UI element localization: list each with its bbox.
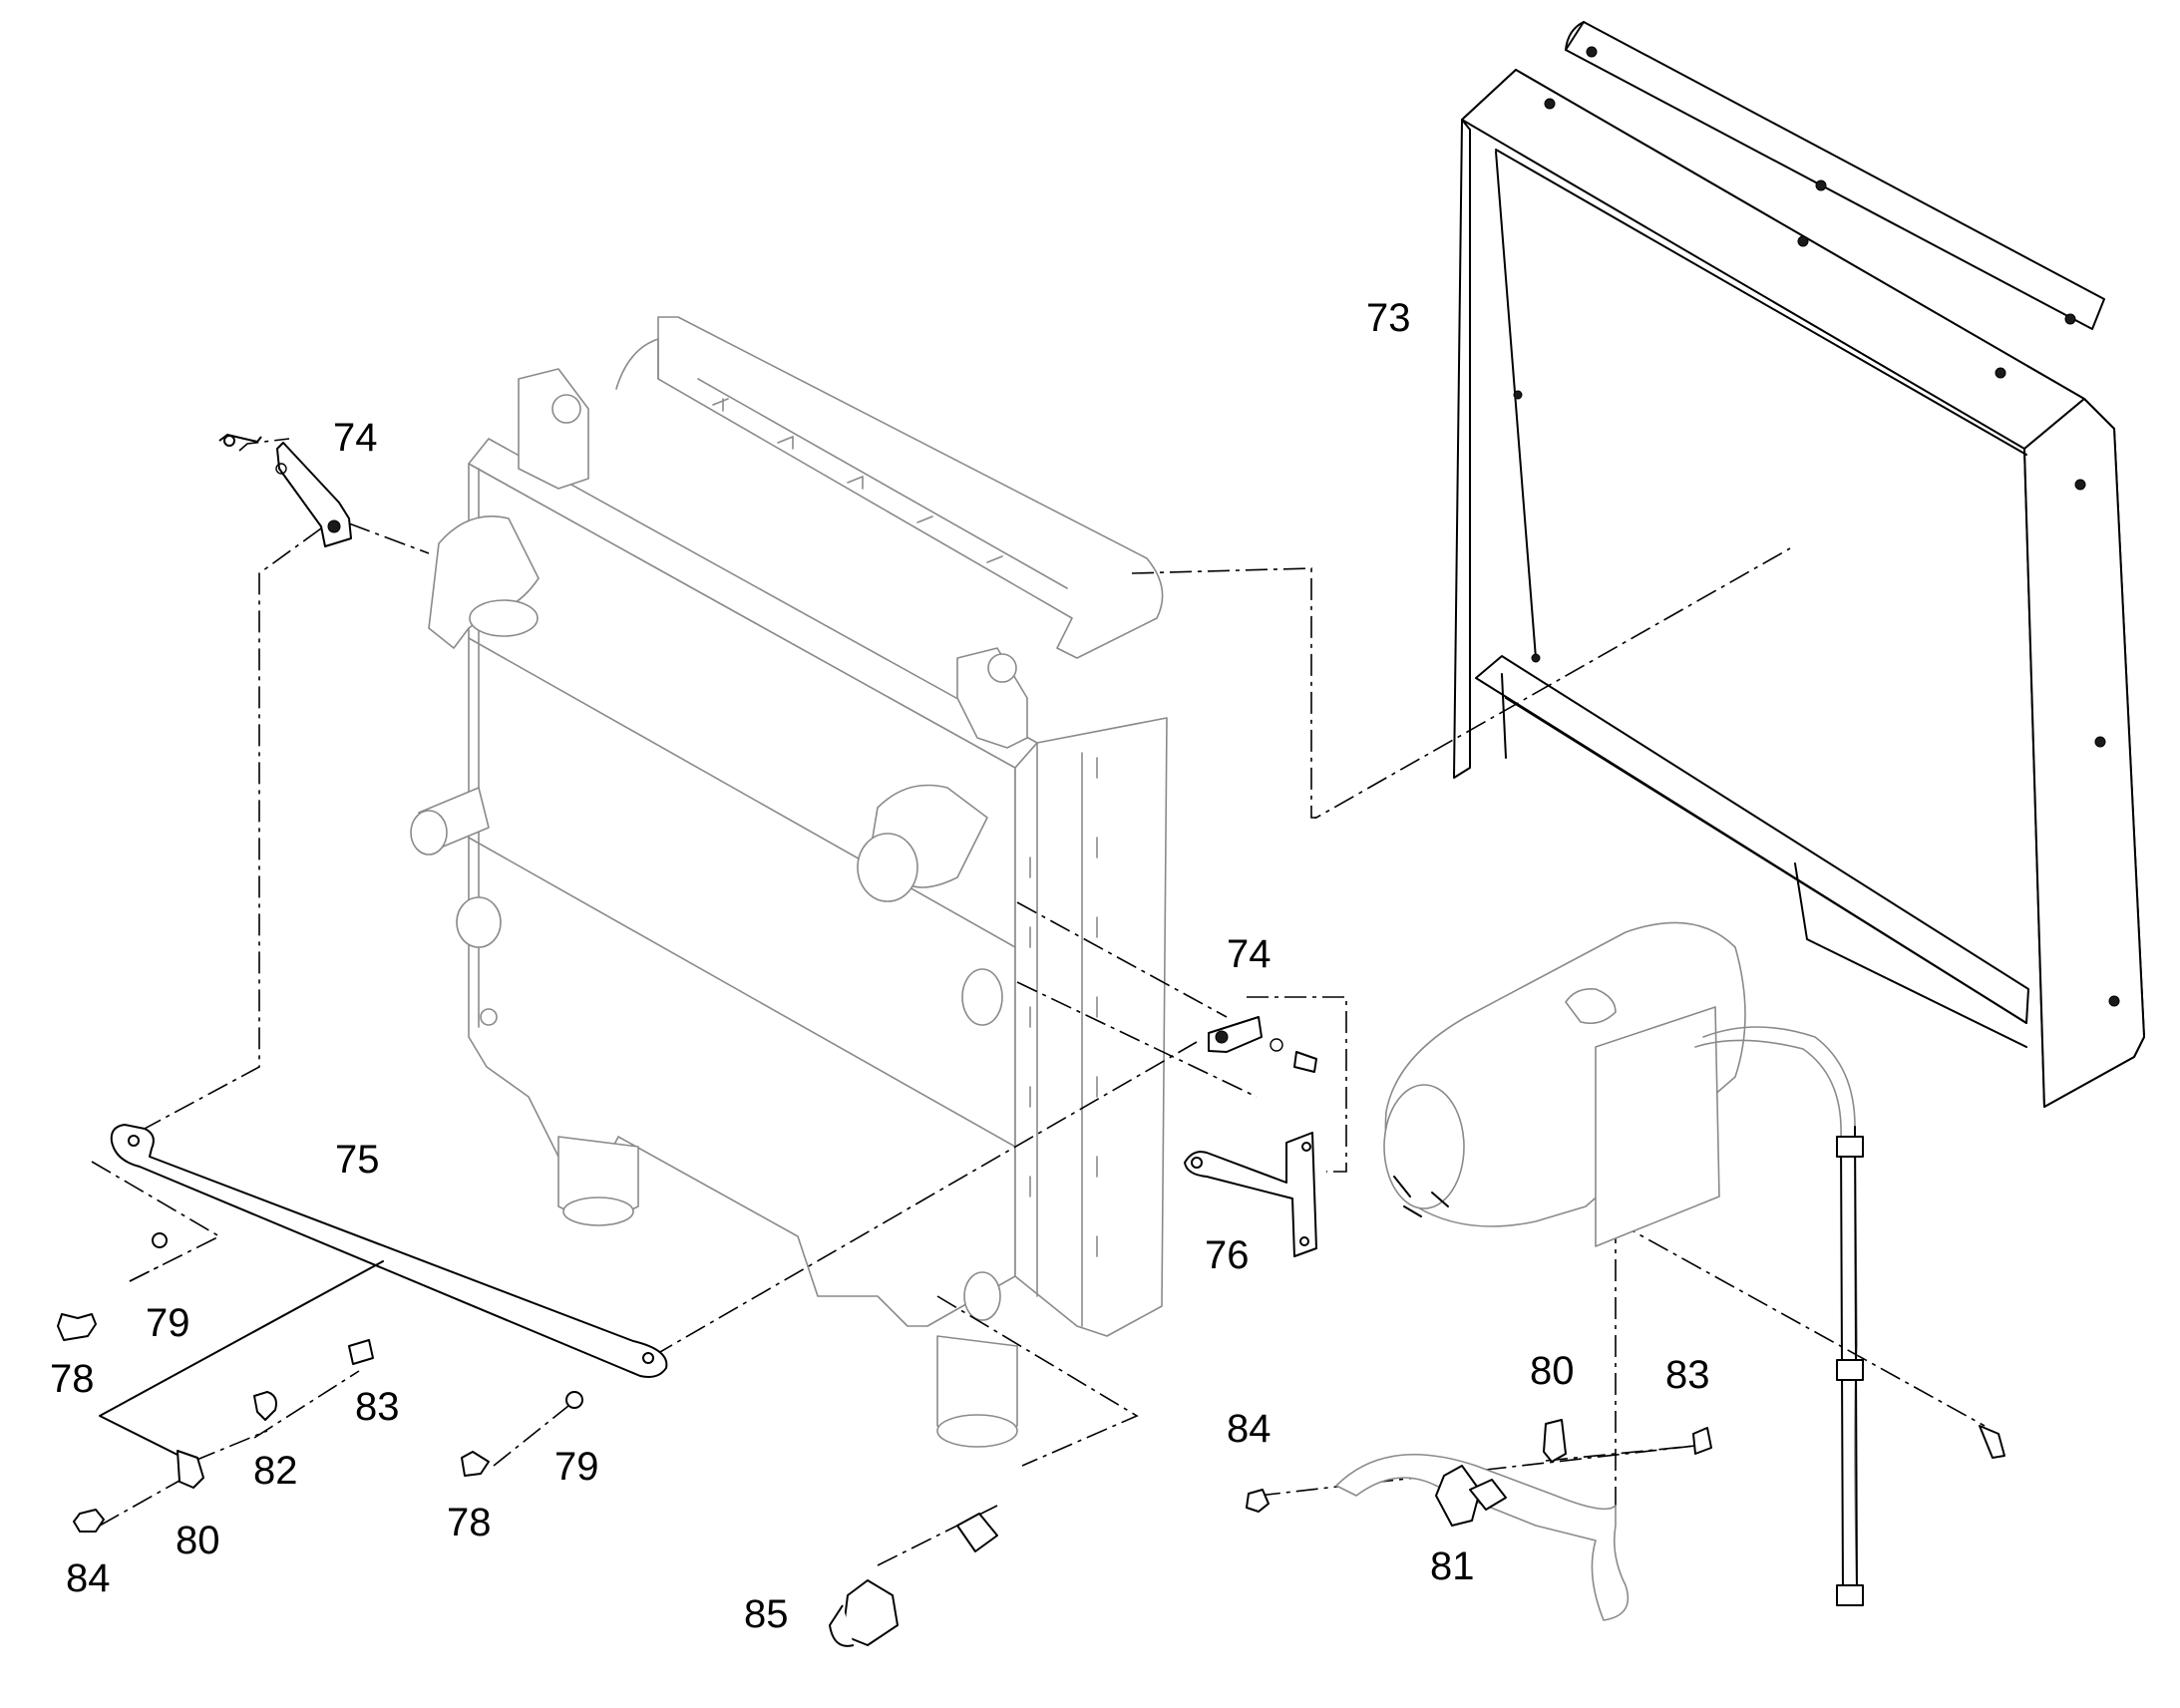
callout-79-middle: 79 — [554, 1445, 599, 1489]
fasteners-left — [57, 1232, 583, 1533]
coolant-reservoir — [1383, 921, 2005, 1606]
callout-80-right: 80 — [1530, 1349, 1575, 1393]
callout-83-left: 83 — [355, 1385, 400, 1429]
bracket-76 — [1184, 1132, 1317, 1257]
bracket-74-lower — [1208, 1016, 1317, 1073]
callout-82: 82 — [253, 1449, 298, 1493]
callout-74-lower: 74 — [1227, 932, 1272, 976]
callout-78-middle: 78 — [447, 1501, 492, 1544]
brace-rod-75 — [99, 1124, 668, 1457]
callout-75: 75 — [335, 1138, 380, 1182]
callout-83-right: 83 — [1665, 1353, 1710, 1397]
callout-80-left: 80 — [176, 1519, 220, 1562]
callout-85: 85 — [744, 1592, 789, 1636]
callout-79-left: 79 — [146, 1301, 190, 1345]
callout-84-left: 84 — [66, 1556, 111, 1600]
callout-76: 76 — [1205, 1233, 1250, 1277]
elbow-fitting-85 — [829, 1513, 998, 1647]
callout-74-upper: 74 — [333, 416, 378, 460]
callout-78-left: 78 — [50, 1357, 95, 1401]
fan-shroud — [1453, 21, 2145, 1108]
radiator-core-assembly — [410, 316, 1168, 1448]
callout-84-right: 84 — [1227, 1407, 1272, 1451]
callout-81: 81 — [1430, 1544, 1475, 1588]
callout-labels: 73 74 74 75 76 78 78 79 79 80 80 81 82 8… — [50, 296, 1710, 1636]
callout-73: 73 — [1366, 296, 1411, 340]
hose-81 — [1246, 1419, 1712, 1621]
bracket-74-upper — [218, 434, 352, 547]
